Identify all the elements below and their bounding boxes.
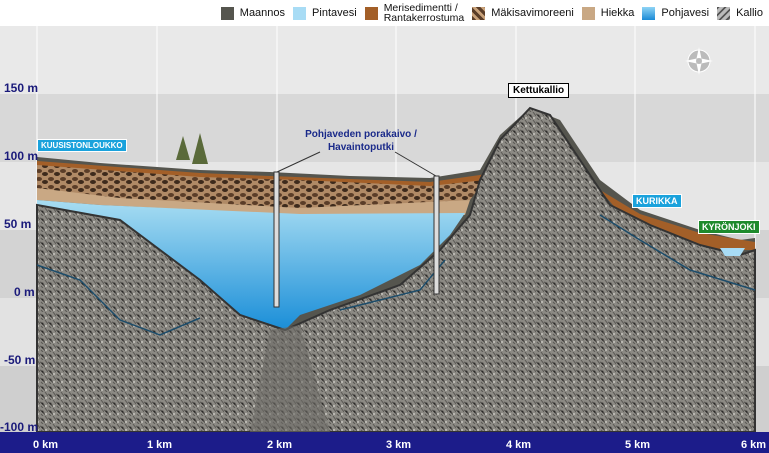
band [0, 26, 769, 94]
sand-layer [37, 188, 470, 215]
y-tick: 50 m [4, 217, 32, 231]
legend-label: Pohjavesi [661, 7, 710, 19]
x-tick: 0 km [33, 439, 59, 451]
legend-label: Maannos [239, 7, 286, 19]
bedrock [36, 106, 756, 433]
x-axis-bar [0, 432, 769, 453]
legend-item-makisavimoreeni: Mäkisavimoreeni [472, 6, 574, 20]
surface-water [720, 248, 745, 256]
x-tick: 5 km [625, 439, 651, 451]
sign-kyronjoki: KYRÖNJOKI [698, 220, 760, 234]
annotation-line2: Havaintoputki [327, 142, 395, 153]
well-annotation: Pohjaveden porakaivo / Havaintoputki [296, 128, 426, 154]
legend-label: Pintavesi [312, 7, 357, 19]
legend-item-merisedimentti: Merisedimentti /Rantakerrostuma [364, 2, 465, 24]
legend-label: Mäkisavimoreeni [491, 7, 574, 19]
compass-icon [685, 47, 713, 75]
legend-item-kallio: Kallio [717, 6, 763, 20]
sign-kurikka: KURIKKA [632, 194, 682, 208]
legend-label-line2: Rantakerrostuma [383, 12, 465, 24]
groundwater [37, 200, 465, 330]
legend-item-hiekka: Hiekka [581, 6, 635, 20]
band [0, 94, 769, 162]
y-tick: 150 m [4, 81, 39, 95]
legend-label: Merisedimentti /Rantakerrostuma [383, 2, 465, 24]
y-tick: 0 m [14, 285, 35, 299]
legend-label: Hiekka [600, 7, 635, 19]
legend-label: Kallio [736, 7, 763, 19]
legend: Maannos Pintavesi Merisedimentti /Rantak… [0, 0, 769, 26]
legend-item-pintavesi: Pintavesi [293, 6, 357, 20]
legend-label-line1: Merisedimentti / [383, 2, 458, 14]
legend-item-maannos: Maannos [220, 6, 286, 20]
cross-section [0, 26, 769, 453]
annotation-line1: Pohjaveden porakaivo / [305, 129, 417, 140]
y-tick: 100 m [4, 149, 39, 163]
y-tick: -100 m [0, 420, 39, 434]
y-tick: -50 m [4, 353, 36, 367]
legend-item-pohjavesi: Pohjavesi [642, 6, 710, 20]
sign-kuusistonloukko: KUUSISTONLOUKKO [37, 139, 127, 152]
groundwater-veins [36, 214, 756, 336]
x-tick: 2 km [267, 439, 293, 451]
sign-kettukallio: Kettukallio [508, 83, 570, 98]
x-tick: 6 km [741, 439, 767, 451]
x-tick: 1 km [147, 439, 173, 451]
trees-icon [176, 133, 208, 164]
wells [273, 151, 440, 308]
fracture-zone [250, 325, 330, 432]
x-tick: 3 km [386, 439, 412, 451]
x-tick: 4 km [506, 439, 532, 451]
moraine-layer [37, 165, 485, 210]
